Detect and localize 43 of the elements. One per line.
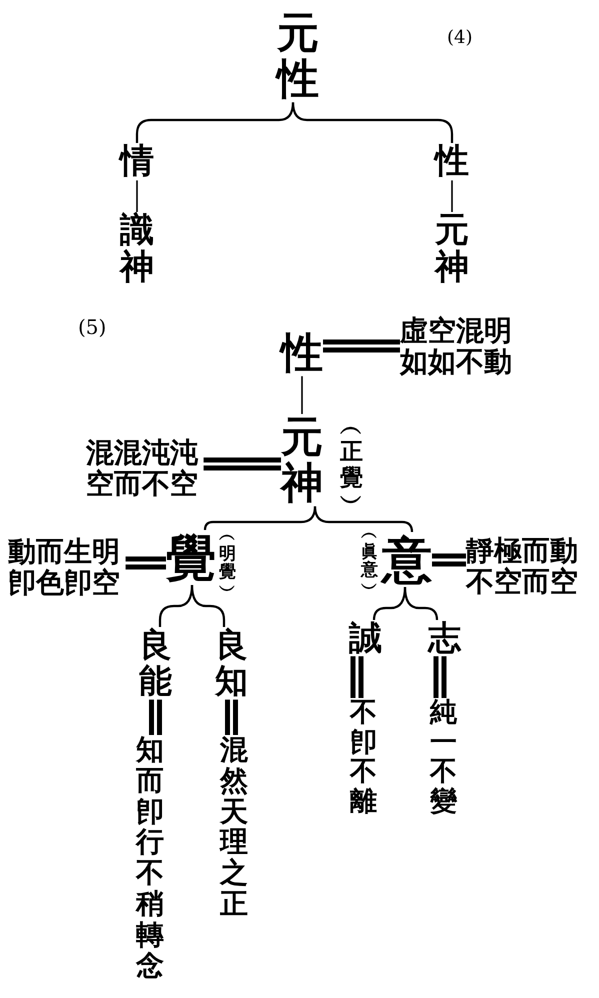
description-text: 靜極而動不空而空 — [466, 536, 584, 598]
double-line — [350, 654, 364, 700]
term-label: 良知 — [215, 627, 248, 700]
description-text: 虛空混明如如不動 — [400, 316, 518, 378]
term-label: 元性 — [277, 10, 319, 102]
double-line — [201, 458, 284, 470]
connector-line — [301, 376, 303, 414]
description-text: 不卽不離 — [350, 698, 377, 817]
double-line — [434, 654, 446, 700]
brace-connector — [204, 506, 316, 532]
figure-number: (4) — [447, 28, 472, 48]
double-line — [225, 697, 238, 738]
term-label: 元神 — [435, 212, 469, 287]
term-label: 性 — [281, 330, 323, 376]
term-label: 覺 — [166, 530, 216, 585]
term-label: 誠 — [349, 620, 382, 656]
description-text: 動而生明卽色卽空 — [8, 537, 126, 599]
double-line — [430, 554, 468, 566]
double-line — [123, 556, 168, 570]
connector-line — [451, 180, 453, 212]
brace-connector — [292, 102, 454, 143]
term-label: 志 — [428, 620, 461, 656]
double-line — [320, 340, 402, 352]
term-label: 情 — [120, 143, 154, 180]
description-text: 混混沌沌空而不空 — [86, 438, 204, 500]
bracketed-note: ︵正覺︶ — [340, 414, 363, 516]
term-label: 元神 — [281, 414, 323, 506]
description-text: 知而卽行不稍轉念 — [136, 735, 164, 982]
bracketed-note: ︵明覺︶ — [219, 526, 236, 601]
term-label: 意 — [382, 532, 432, 587]
brace-connector — [314, 506, 414, 534]
brace-connector — [136, 102, 294, 143]
description-text: 純一不變 — [430, 698, 457, 817]
double-line — [149, 697, 162, 738]
brace-connector — [404, 586, 438, 622]
figure-number: (5) — [78, 316, 106, 338]
term-label: 性 — [435, 143, 469, 180]
term-label: 識神 — [120, 212, 154, 287]
brace-connector — [190, 584, 226, 627]
connector-line — [136, 180, 138, 212]
bracketed-note: ︵眞意︶ — [361, 524, 378, 599]
description-text: 混然天理之正 — [220, 735, 248, 920]
term-label: 良能 — [139, 627, 172, 700]
